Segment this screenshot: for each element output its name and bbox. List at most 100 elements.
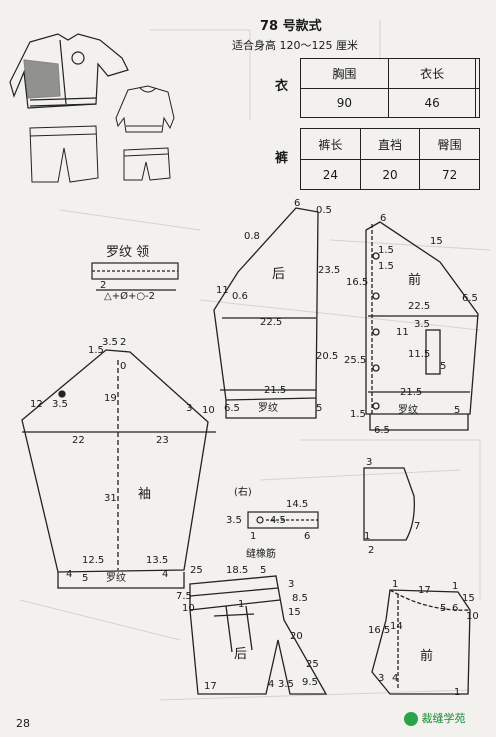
tab-measure: 4.5 <box>270 515 286 526</box>
back-measure: 0.5 <box>316 205 332 216</box>
pants-back-measure: 15 <box>288 607 301 618</box>
pants-table-cell: 24 <box>300 159 361 190</box>
front-measure: 1.5 <box>378 245 394 256</box>
collar-num: 2 <box>100 280 107 291</box>
pants-back-label: 后 <box>234 647 248 662</box>
pants-spec-table: 裤长 直裆 臀围 24 20 72 <box>300 128 480 190</box>
pants-back <box>189 575 328 695</box>
pants-front-measure: 1 <box>392 579 399 590</box>
front-measure: 11 <box>396 327 409 338</box>
pants-front <box>371 589 471 695</box>
tab-measure: 3.5 <box>226 515 242 526</box>
sleeve-measure: 10 <box>202 405 215 416</box>
pants-back-measure: 4 <box>268 679 275 690</box>
sleeve-rib-label: 罗纹 <box>106 573 126 584</box>
front-measure: 21.5 <box>400 387 423 398</box>
pants-front-measure: 14 <box>390 621 403 632</box>
pants-front-measure: 16.5 <box>368 625 391 636</box>
front-measure: 15 <box>430 236 443 247</box>
back-bodice <box>213 207 319 419</box>
back-measure: 5 <box>316 403 323 414</box>
sleeve-measure: 0 <box>120 361 127 372</box>
back-measure: 0.8 <box>244 231 260 242</box>
page-number: 28 <box>16 717 30 730</box>
sleeve-measure: 23 <box>156 435 169 446</box>
back-label: 后 <box>272 267 286 282</box>
sleeve-measure: 31 <box>104 493 117 504</box>
front-measure: 3.5 <box>414 319 430 330</box>
pants-front-measure: 17 <box>418 585 431 596</box>
pants-back-measure: 25 <box>190 565 203 576</box>
sweatshirt-illustration <box>115 85 175 133</box>
sleeve-measure: 2 <box>120 337 127 348</box>
top-spec-table: 胸围 衣长 90 46 <box>300 58 480 118</box>
back-rib-label: 罗纹 <box>258 403 278 414</box>
sleeve-measure: 12.5 <box>82 555 105 566</box>
front-measure: 6.5 <box>462 293 478 304</box>
front-measure: 22.5 <box>408 301 431 312</box>
pants-front-measure: 10 <box>466 611 479 622</box>
front-measure: 25.5 <box>344 355 367 366</box>
front-label: 前 <box>408 273 422 288</box>
pants-front-measure: 1 <box>454 687 461 698</box>
front-measure: 6 <box>380 213 387 224</box>
pants-table-row-label: 裤 <box>275 151 289 166</box>
front-measure: 1.5 <box>378 261 394 272</box>
tab-measure: 1 <box>250 531 257 542</box>
sleeve-measure: 3.5 <box>52 399 68 410</box>
pants-table-cell: 72 <box>419 159 480 190</box>
front-measure: 16.5 <box>346 277 369 288</box>
top-table-header: 胸围 <box>300 58 389 89</box>
pants-back-measure: 9.5 <box>302 677 318 688</box>
pants-front-label: 前 <box>420 649 434 664</box>
back-measure: 11 <box>216 285 229 296</box>
top-table-row-label: 衣 <box>275 79 289 94</box>
pants-table-header: 直裆 <box>359 128 421 160</box>
pants-front-measure: 3 <box>378 673 385 684</box>
pocket-measure: 2 <box>368 545 375 556</box>
front-measure: 5 <box>440 361 447 372</box>
pants-front-measure: 5 <box>440 603 447 614</box>
pants-back-measure: 18.5 <box>226 565 249 576</box>
sleeve-measure: 13.5 <box>146 555 169 566</box>
pants-back-measure: 17 <box>204 681 217 692</box>
size-note: 适合身高 120～125 厘米 <box>232 39 358 52</box>
page-title: 78 号款式 <box>260 19 322 34</box>
back-measure: 6.5 <box>224 403 240 414</box>
sleeve-piece <box>21 349 216 589</box>
pants-back-measure: 20 <box>290 631 303 642</box>
pants-back-measure: 8.5 <box>292 593 308 604</box>
wechat-icon <box>404 712 418 726</box>
collar-piece <box>91 262 179 291</box>
watermark: 裁缝学苑 <box>404 710 466 726</box>
pants-back-measure: 5 <box>260 565 267 576</box>
pocket-measure: 3 <box>366 457 373 468</box>
top-table-header: 衣长 <box>387 58 477 89</box>
sleeve-measure: 19 <box>104 393 117 404</box>
sleeve-label: 袖 <box>138 487 152 502</box>
pants-table-cell: 20 <box>359 159 421 190</box>
sleeve-measure: 22 <box>72 435 85 446</box>
pants-front-measure: 15 <box>462 593 475 604</box>
sleeve-measure: 3.5 <box>102 337 118 348</box>
pants-back-measure: 3 <box>288 579 295 590</box>
pants-front-measure: 4 <box>392 673 399 684</box>
pocket-measure: 1 <box>364 531 371 542</box>
top-table-cell: 46 <box>387 88 477 118</box>
back-measure: 6 <box>294 198 301 209</box>
front-rib-label: 罗纹 <box>398 405 418 416</box>
tab-measure: 6 <box>304 531 311 542</box>
pants-front-measure: 6 <box>452 603 459 614</box>
back-measure: 23.5 <box>318 265 341 276</box>
pants-table-header: 裤长 <box>300 128 361 160</box>
top-table-cell: 90 <box>300 88 389 118</box>
sleeve-measure: 3 <box>186 403 193 414</box>
back-measure: 0.6 <box>232 291 248 302</box>
tab-piece <box>247 511 319 529</box>
back-measure: 21.5 <box>264 385 287 396</box>
jacket-illustration <box>9 33 129 109</box>
pants-back-measure: 7.5 <box>176 591 192 602</box>
pants-back-measure: 10 <box>182 603 195 614</box>
pants-back-measure: 3.5 <box>278 679 294 690</box>
